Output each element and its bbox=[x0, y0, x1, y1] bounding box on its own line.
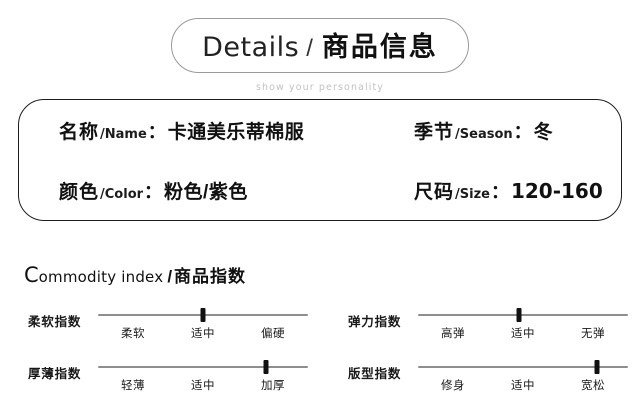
slider-thumb-elasticity[interactable] bbox=[516, 308, 522, 322]
heading-chinese: 商品指数 bbox=[174, 267, 247, 286]
slider-track-fit[interactable] bbox=[418, 359, 628, 375]
slider-thickness[interactable]: 厚薄指数 轻薄 适中 加厚 bbox=[0, 355, 320, 407]
info-field-color: 颜色 /Color ： 粉色/紫色 bbox=[59, 177, 414, 204]
slider-body: 修身 适中 宽松 bbox=[418, 355, 628, 393]
scale-label: 适中 bbox=[191, 328, 215, 340]
slider-scale-thickness: 轻薄 适中 加厚 bbox=[98, 377, 308, 393]
scale-label: 柔软 bbox=[121, 328, 145, 340]
commodity-index-sliders: 柔软指数 柔软 适中 偏硬 弹力指数 高弹 适中 无弹 厚薄指数 bbox=[0, 303, 640, 407]
info-field-season: 季节 /Season ： 冬 bbox=[414, 117, 621, 144]
heading-separator: / bbox=[167, 267, 173, 286]
slider-body: 轻薄 适中 加厚 bbox=[98, 355, 308, 393]
scale-label: 适中 bbox=[511, 328, 535, 340]
info-value-season: 冬 bbox=[533, 121, 554, 143]
info-label-en: /Name bbox=[100, 126, 147, 142]
slider-elasticity[interactable]: 弹力指数 高弹 适中 无弹 bbox=[320, 303, 640, 355]
info-value-name: 卡通美乐蒂棉服 bbox=[167, 121, 305, 143]
info-label-en: /Size bbox=[455, 186, 490, 202]
info-colon: ： bbox=[513, 121, 532, 142]
scale-label: 高弹 bbox=[441, 328, 465, 340]
info-colon: ： bbox=[147, 121, 166, 142]
slider-track-thickness[interactable] bbox=[98, 359, 308, 375]
title-english: Details bbox=[202, 32, 300, 63]
info-colon: ： bbox=[490, 181, 509, 202]
commodity-index-heading: C ommodity index / 商品指数 bbox=[24, 262, 246, 287]
info-value-size: 120-160 bbox=[510, 178, 603, 203]
slider-label-elasticity: 弹力指数 bbox=[348, 315, 402, 329]
title-separator: / bbox=[306, 35, 313, 62]
info-colon: ： bbox=[144, 181, 163, 202]
slider-thumb-thickness[interactable] bbox=[263, 360, 269, 374]
slider-scale-softness: 柔软 适中 偏硬 bbox=[98, 325, 308, 341]
product-info-box: 名称 /Name ： 卡通美乐蒂棉服 季节 /Season ： 冬 颜色 /Co… bbox=[18, 99, 622, 221]
scale-label: 偏硬 bbox=[261, 328, 285, 340]
tagline: show your personality bbox=[255, 82, 385, 93]
slider-scale-elasticity: 高弹 适中 无弹 bbox=[418, 325, 628, 341]
info-label-cn: 名称 bbox=[59, 121, 100, 143]
slider-softness[interactable]: 柔软指数 柔软 适中 偏硬 bbox=[0, 303, 320, 355]
scale-label: 适中 bbox=[511, 380, 535, 392]
heading-capital: C bbox=[24, 263, 39, 287]
slider-body: 高弹 适中 无弹 bbox=[418, 303, 628, 341]
scale-label: 修身 bbox=[441, 380, 465, 392]
slider-thumb-softness[interactable] bbox=[200, 308, 206, 322]
title-pill: Details / 商品信息 bbox=[171, 18, 469, 73]
slider-body: 柔软 适中 偏硬 bbox=[98, 303, 308, 341]
scale-label: 加厚 bbox=[261, 380, 285, 392]
info-label-en: /Color bbox=[100, 186, 144, 202]
header: Details / 商品信息 show your personality bbox=[0, 0, 640, 93]
title-chinese: 商品信息 bbox=[321, 32, 438, 62]
info-field-size: 尺码 /Size ： 120-160 bbox=[414, 177, 621, 204]
slider-track-elasticity[interactable] bbox=[418, 307, 628, 323]
scale-label: 无弹 bbox=[581, 328, 605, 340]
slider-label-thickness: 厚薄指数 bbox=[28, 367, 82, 381]
slider-track-softness[interactable] bbox=[98, 307, 308, 323]
slider-fit[interactable]: 版型指数 修身 适中 宽松 bbox=[320, 355, 640, 407]
info-label-cn: 颜色 bbox=[59, 181, 100, 203]
info-field-name: 名称 /Name ： 卡通美乐蒂棉服 bbox=[59, 117, 414, 144]
slider-scale-fit: 修身 适中 宽松 bbox=[418, 377, 628, 393]
scale-label: 宽松 bbox=[581, 380, 605, 392]
slider-label-fit: 版型指数 bbox=[348, 367, 402, 381]
info-label-cn: 尺码 bbox=[414, 181, 455, 203]
scale-label: 适中 bbox=[191, 380, 215, 392]
slider-thumb-fit[interactable] bbox=[594, 360, 599, 374]
heading-english: ommodity index bbox=[38, 268, 164, 286]
product-info-grid: 名称 /Name ： 卡通美乐蒂棉服 季节 /Season ： 冬 颜色 /Co… bbox=[19, 100, 621, 220]
info-value-color: 粉色/紫色 bbox=[164, 181, 248, 203]
info-label-en: /Season bbox=[455, 126, 513, 142]
slider-label-softness: 柔软指数 bbox=[28, 315, 82, 329]
scale-label: 轻薄 bbox=[121, 380, 145, 392]
info-label-cn: 季节 bbox=[414, 121, 455, 143]
